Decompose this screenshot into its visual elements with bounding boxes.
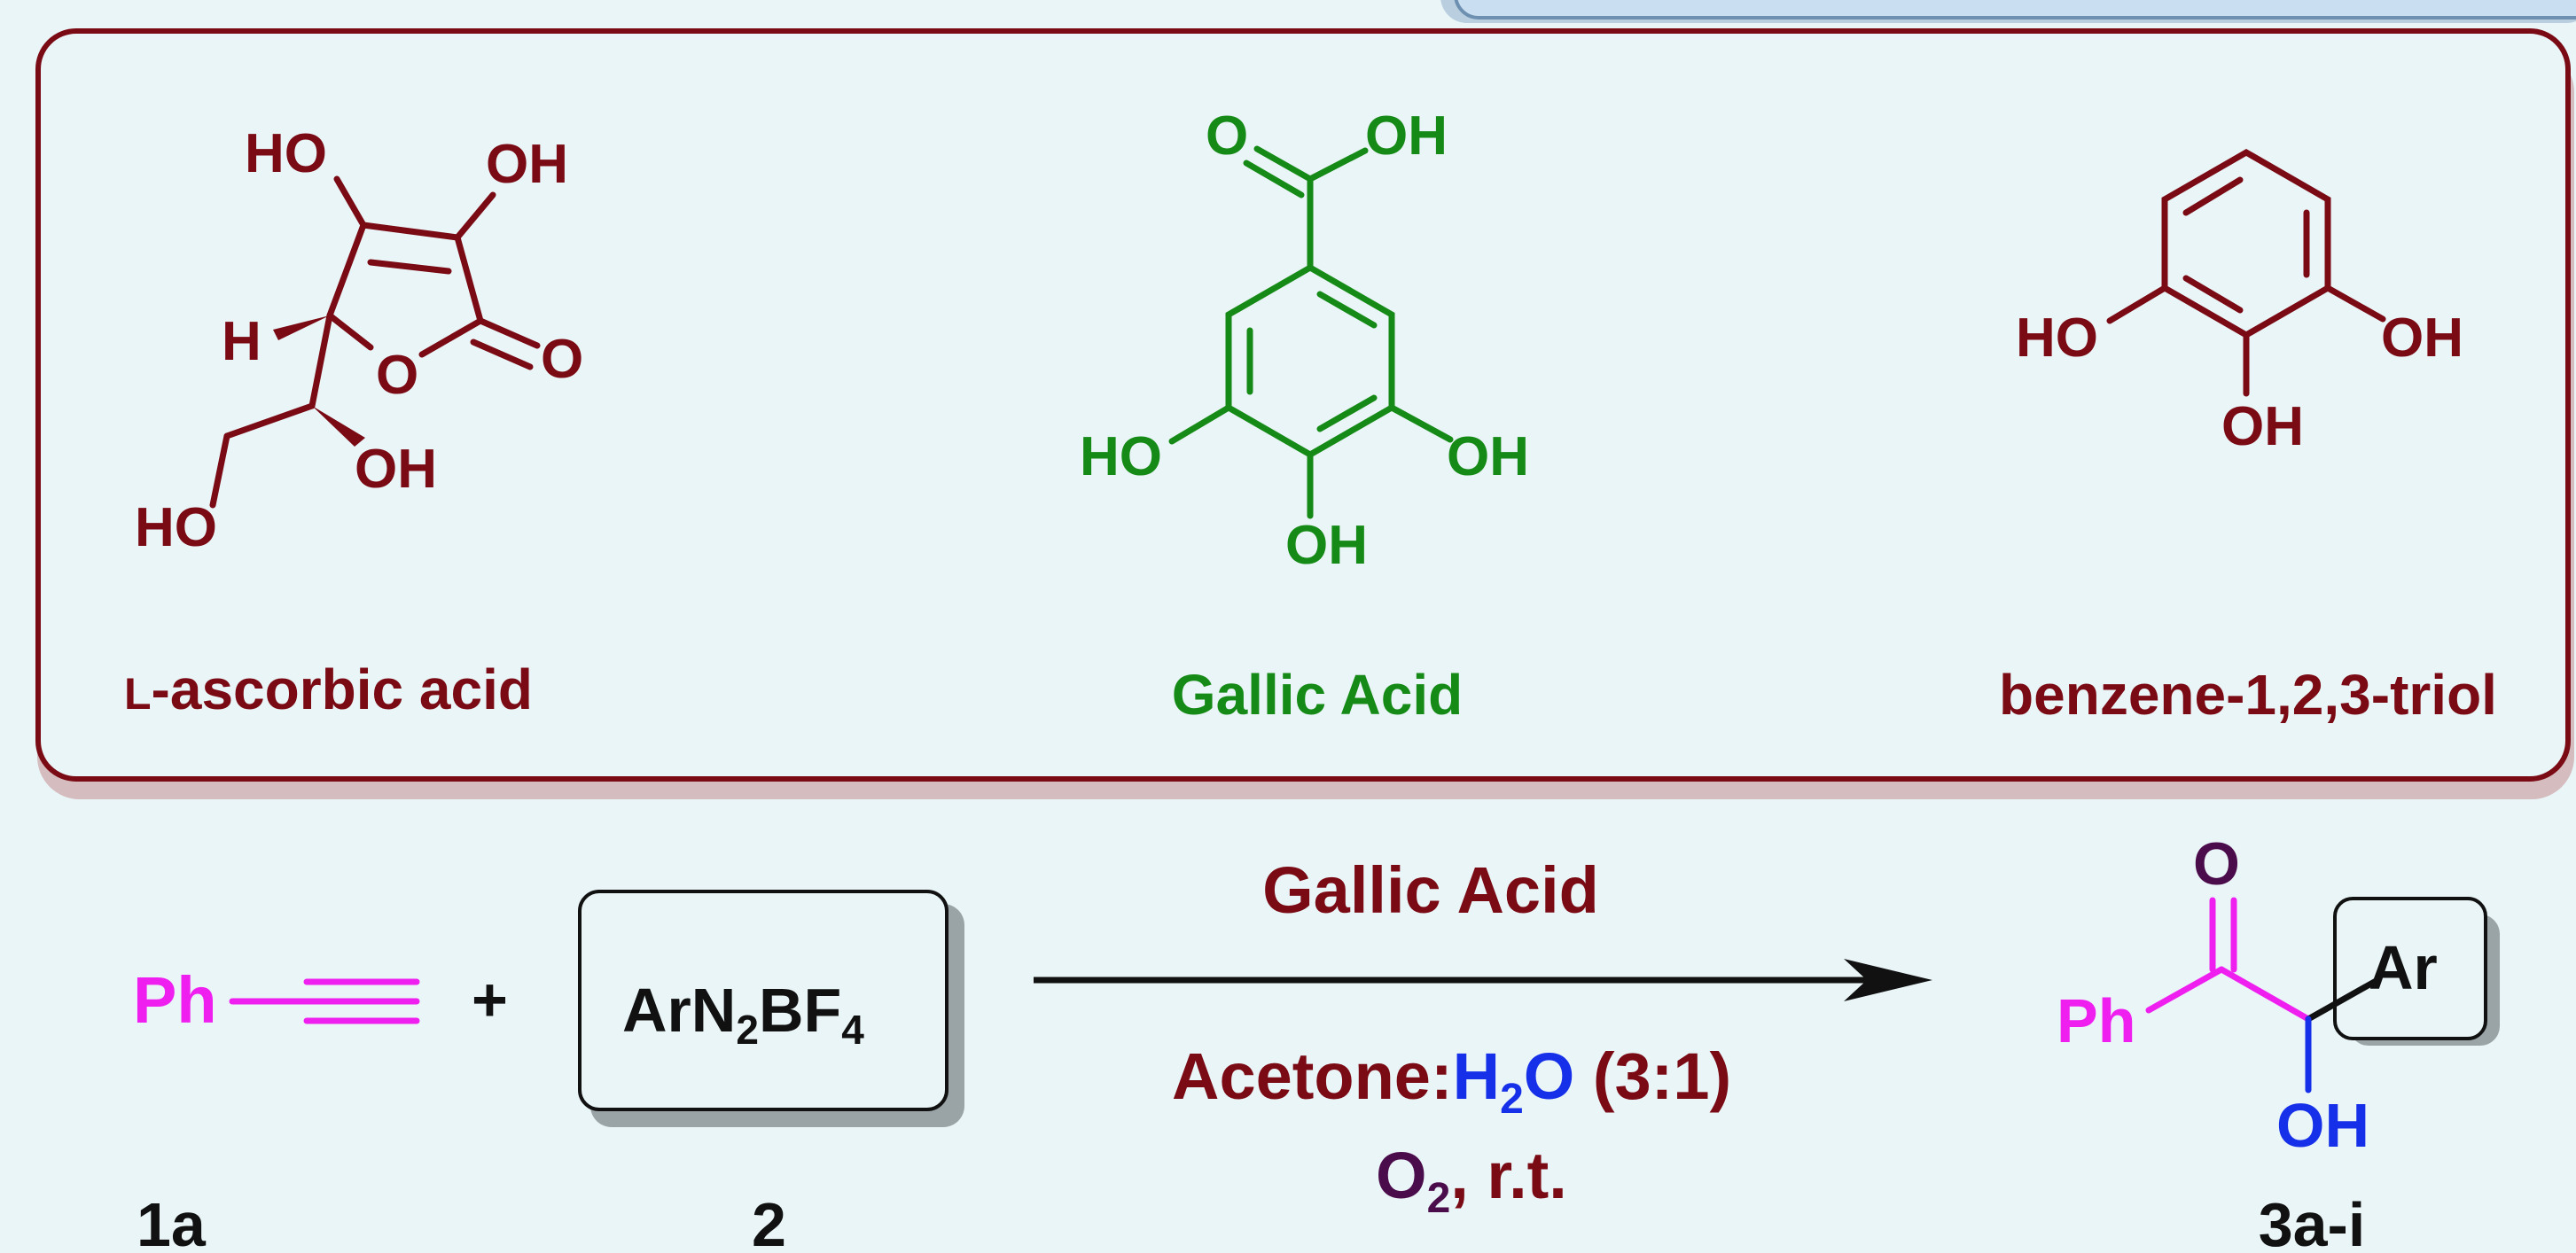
- gallic-oh-bottom-label: OH: [1285, 515, 1368, 576]
- ascorbic-h-wedge: [273, 315, 330, 340]
- gallic-oh-right-label: OH: [1447, 426, 1529, 487]
- gallic-ho-left-label: HO: [1080, 426, 1162, 487]
- gallic-ring: [1225, 263, 1395, 459]
- pyrogallol-oh-right-bond: [2324, 284, 2386, 323]
- condition-solvent: Acetone:H2O (3:1): [1172, 1039, 1731, 1123]
- ascorbic-oh-wedge: [312, 406, 365, 447]
- ascorbic-c5-c6-bond: [223, 402, 316, 440]
- pyrogallol-ho-left-label: HO: [2016, 307, 2098, 369]
- pyrogallol-ring-double-3: [2182, 275, 2244, 314]
- ascorbic-double-bond-inner: [367, 259, 452, 275]
- diazonium-formula: ArN2BF4: [622, 976, 864, 1053]
- ascorbic-ring-o-label: O: [376, 345, 418, 406]
- ascorbic-c3-c2-bond: [360, 222, 461, 241]
- ascorbic-c2-c1-bond: [454, 234, 484, 324]
- condition-catalyst: Gallic Acid: [1262, 853, 1599, 927]
- ascorbic-carbonyl-o-label: O: [541, 329, 583, 390]
- pyrogallol-ho-left-bond: [2106, 284, 2168, 324]
- gallic-oh-acid-label: OH: [1365, 105, 1448, 167]
- gallic-co-bond-a: [1253, 145, 1314, 183]
- gallic-ring-double-3: [1316, 394, 1378, 432]
- gallic-c-oh-bond: [1307, 147, 1369, 183]
- product-oh-label: OH: [2276, 1091, 2369, 1160]
- ascorbic-c4-o-bond: [326, 312, 374, 351]
- gallic-ring-double-2: [1316, 291, 1378, 329]
- product-ch-ar-bond: [2305, 977, 2381, 1023]
- pyrogallol-ring: [2161, 148, 2331, 339]
- gallic-o-label: O: [1206, 105, 1248, 167]
- reaction-arrow-head: [1844, 959, 1932, 1001]
- pyrogallol-structure: [2106, 148, 2386, 397]
- product-ar-label: Ar: [2369, 933, 2438, 1002]
- reactant1-label: 1a: [137, 1190, 207, 1253]
- ascorbic-ho-bottom-label: HO: [135, 497, 217, 558]
- product-structure: [2145, 897, 2381, 1093]
- gallic-acid-structure: [1168, 145, 1454, 519]
- alkyne-triple-bond: [229, 978, 420, 1024]
- reductant-panel: [35, 28, 2571, 782]
- aryl-box: [2333, 897, 2487, 1040]
- ascorbic-c4-c5-bond: [308, 312, 333, 409]
- reactant1-ph-label: Ph: [133, 963, 217, 1037]
- product-label: 3a-i: [2259, 1190, 2366, 1253]
- pyrogallol-ring-double-2: [2182, 176, 2244, 216]
- gallic-acid-name: Gallic Acid: [1172, 663, 1463, 727]
- pyrogallol-oh-right-label: OH: [2381, 307, 2463, 369]
- ascorbic-co-bond-b: [470, 339, 534, 370]
- plus-sign: +: [472, 965, 508, 1034]
- ascorbic-c6-o-bond: [209, 432, 230, 509]
- ascorbic-oh-bond: [454, 191, 496, 241]
- gallic-oh-right-bond: [1388, 404, 1454, 443]
- condition-oxidant: O2, r.t.: [1376, 1139, 1567, 1222]
- ascorbic-ho-top-label: HO: [245, 123, 327, 184]
- diazonium-box: [578, 890, 948, 1111]
- ascorbic-acid-name: L-ascorbic acid: [124, 658, 533, 721]
- product-o-label: O: [2193, 830, 2240, 898]
- pyrogallol-oh-bottom-label: OH: [2221, 396, 2304, 457]
- product-ph-label: Ph: [2057, 986, 2135, 1055]
- ascorbic-c1-o-bond: [418, 317, 484, 358]
- ascorbic-ho-bond: [333, 175, 367, 229]
- ascorbic-oh-top-label: OH: [486, 134, 568, 195]
- pyrogallol-name: benzene-1,2,3-triol: [1999, 663, 2497, 727]
- ascorbic-co-bond-a: [477, 317, 541, 349]
- ascorbic-acid-structure: [209, 175, 541, 509]
- product-ph-c-bond: [2145, 966, 2225, 1014]
- ascorbic-h-label: H: [222, 311, 262, 372]
- gallic-ho-left-bond: [1168, 404, 1232, 445]
- gallic-co-bond-b: [1243, 160, 1305, 198]
- product-c-ch-bond: [2218, 966, 2312, 1023]
- reactant2-label: 2: [752, 1190, 786, 1253]
- ascorbic-c3-c4-bond: [326, 222, 367, 319]
- ascorbic-oh-side-label: OH: [355, 439, 437, 500]
